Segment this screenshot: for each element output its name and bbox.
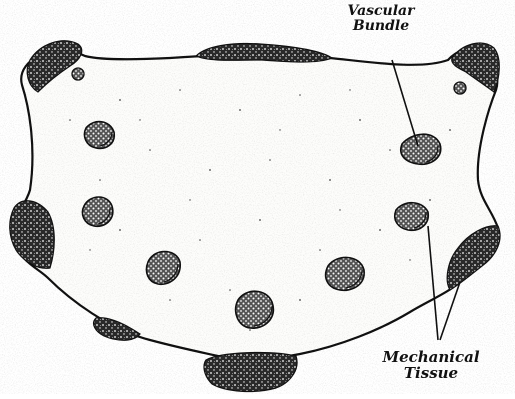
vascular-bundle-label: Vascular Bundle xyxy=(340,4,422,33)
mechanical-tissue-label: Mechanical Tissue xyxy=(372,350,490,382)
vascular-bundle-label-line1: Vascular xyxy=(340,4,422,19)
vascular-bundle-label-line2: Bundle xyxy=(340,19,422,34)
mechanical-tissue-label-line2: Tissue xyxy=(372,366,490,382)
